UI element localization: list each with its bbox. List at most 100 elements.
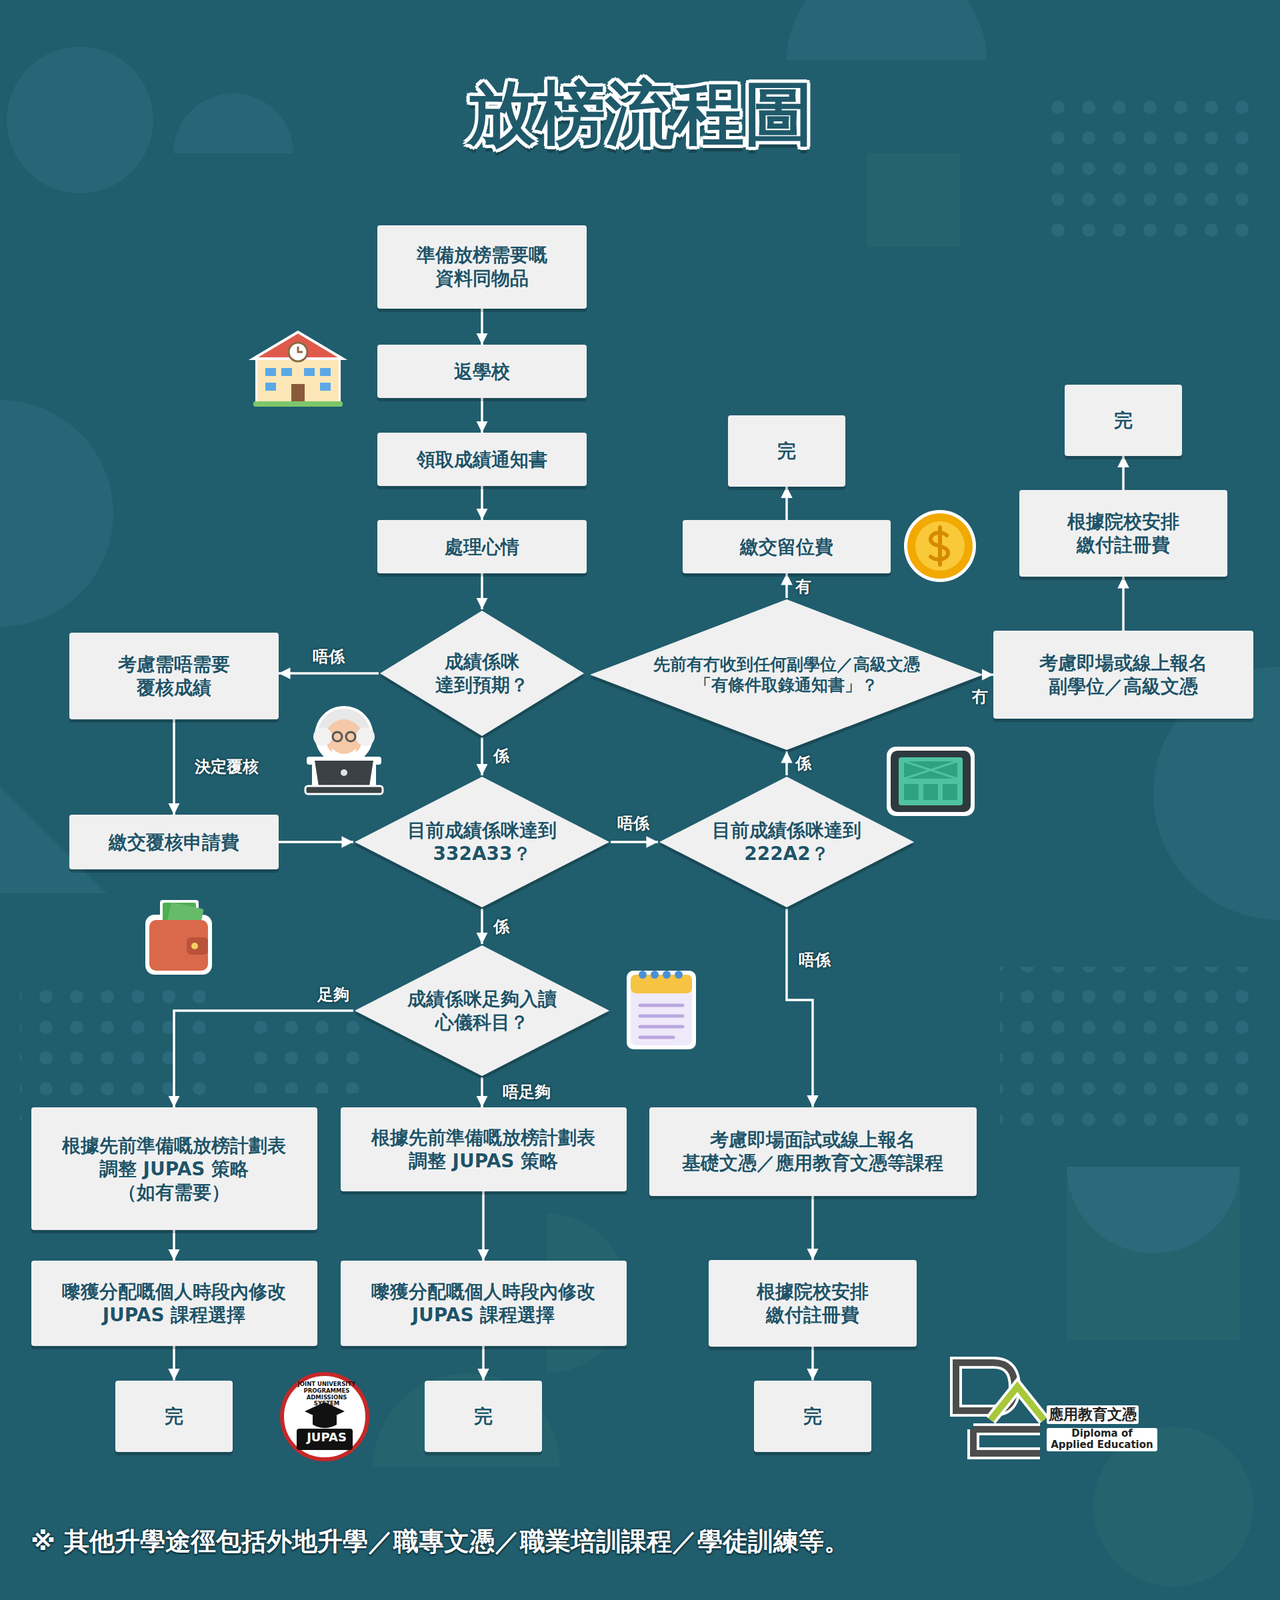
page-title: 放榜流程圖 bbox=[0, 72, 1280, 156]
flow-arrow bbox=[172, 1230, 176, 1261]
edge-label: 係 bbox=[491, 746, 512, 766]
process-box: 根據院校安排 繳付註冊費 bbox=[708, 1260, 917, 1347]
process-box: 考慮即場或線上報名 副學位／高級文憑 bbox=[993, 630, 1254, 719]
flow-arrow bbox=[480, 398, 484, 433]
node-text: 先前有冇收到任何副學位／高級文憑 「有條件取錄通知書」？ bbox=[652, 654, 921, 696]
end-box: 完 bbox=[728, 415, 846, 487]
decision-diamond: 目前成績係咪達到 222A2？ bbox=[658, 775, 916, 909]
decision-diamond: 成績係咪足夠入讀 心儀科目？ bbox=[353, 944, 611, 1078]
flow-arrow bbox=[786, 908, 813, 1108]
diamond-shape bbox=[354, 945, 610, 1076]
tablet-icon bbox=[886, 746, 975, 816]
node-text: 目前成績係咪達到 332A33？ bbox=[406, 818, 558, 866]
process-box: 考慮即場面試或線上報名 基礎文憑／應用教育文憑等課程 bbox=[649, 1107, 977, 1196]
jupas-logo bbox=[282, 1374, 368, 1460]
flow-arrow bbox=[278, 672, 379, 675]
flow-arrow bbox=[174, 1010, 354, 1108]
decision-diamond: 先前有冇收到任何副學位／高級文憑 「有條件取錄通知書」？ bbox=[588, 598, 985, 752]
node-text: 根據先前準備嘅放榜計劃表 調整 JUPAS 策略 bbox=[370, 1126, 597, 1173]
node-text: 完 bbox=[802, 1404, 824, 1428]
process-box: 嚟獲分配嘅個人時段內修改 JUPAS 課程選擇 bbox=[31, 1260, 318, 1346]
diamond-shape bbox=[380, 610, 584, 736]
decision-diamond: 目前成績係咪達到 332A33？ bbox=[353, 775, 611, 909]
node-text: 準備放榜需要嘅 資料同物品 bbox=[416, 243, 549, 290]
node-text: 領取成績通知書 bbox=[416, 448, 549, 472]
flow-arrow bbox=[1122, 456, 1125, 491]
node-text: 根據院校安排 繳付註冊費 bbox=[1066, 510, 1181, 557]
flow-arrow bbox=[172, 719, 176, 815]
flow-arrow bbox=[482, 1346, 485, 1381]
node-text: 嚟獲分配嘅個人時段內修改 JUPAS 課程選擇 bbox=[370, 1280, 597, 1327]
node-text: 考慮需唔需要 覆核成績 bbox=[117, 652, 232, 700]
flow-arrow bbox=[480, 573, 484, 610]
flow-arrow bbox=[811, 1346, 814, 1381]
wallet-icon bbox=[145, 900, 212, 975]
coin-icon bbox=[904, 510, 976, 582]
process-box: 考慮需唔需要 覆核成績 bbox=[69, 632, 279, 720]
edge-label: 唔係 bbox=[796, 950, 833, 970]
flow-arrow bbox=[480, 308, 484, 346]
edge-label: 係 bbox=[491, 917, 512, 937]
end-box: 完 bbox=[1064, 384, 1182, 456]
flow-arrow bbox=[482, 1191, 485, 1261]
process-box: 領取成績通知書 bbox=[377, 432, 587, 486]
diamond-outline bbox=[378, 609, 586, 738]
edge-label: 足夠 bbox=[315, 985, 352, 1005]
notepad-icon bbox=[626, 970, 696, 1050]
node-text: 考慮即場面試或線上報名 基礎文憑／應用教育文憑等課程 bbox=[681, 1128, 945, 1175]
decision-diamond: 成績係咪 達到預期？ bbox=[378, 609, 586, 738]
flow-arrow bbox=[785, 751, 788, 776]
process-box: 根據院校安排 繳付註冊費 bbox=[1019, 490, 1228, 577]
flow-arrow bbox=[480, 737, 484, 776]
logo-text: 應用教育文憑 bbox=[1046, 1405, 1139, 1424]
diamond-outline bbox=[353, 944, 611, 1078]
node-text: 嚟獲分配嘅個人時段內修改 JUPAS 課程選擇 bbox=[61, 1280, 288, 1327]
node-text: 目前成績係咪達到 222A2？ bbox=[710, 818, 862, 866]
diamond-outline bbox=[353, 775, 611, 909]
diamond-shape bbox=[590, 599, 984, 750]
edge-label: 冇 bbox=[970, 687, 990, 707]
flow-arrow bbox=[811, 1196, 814, 1261]
process-box: 準備放榜需要嘅 資料同物品 bbox=[377, 225, 587, 309]
footnote: ※ 其他升學途徑包括外地升學／職專文憑／職業培訓課程／學徒訓練等。 bbox=[30, 1525, 850, 1558]
node-text: 完 bbox=[164, 1404, 185, 1428]
process-box: 繳交留位費 bbox=[682, 520, 891, 574]
logo-text: JUPAS bbox=[300, 1430, 353, 1445]
diamond-shape bbox=[659, 776, 914, 908]
end-box: 完 bbox=[424, 1380, 542, 1452]
flow-arrow bbox=[785, 486, 788, 521]
edge-label: 唔係 bbox=[310, 647, 347, 667]
process-box: 根據先前準備嘅放榜計劃表 調整 JUPAS 策略 bbox=[340, 1107, 627, 1192]
node-text: 完 bbox=[776, 439, 798, 463]
school-icon bbox=[253, 332, 343, 407]
edge-label: 有 bbox=[793, 577, 814, 597]
dae-logo bbox=[956, 1362, 1044, 1454]
process-box: 嚟獲分配嘅個人時段內修改 JUPAS 課程選擇 bbox=[340, 1260, 627, 1346]
diamond-shape bbox=[354, 776, 610, 908]
end-box: 完 bbox=[115, 1380, 233, 1452]
process-box: 根據先前準備嘅放榜計劃表 調整 JUPAS 策略 （如有需要） bbox=[31, 1107, 318, 1230]
process-box: 處理心情 bbox=[377, 520, 587, 574]
edge-label: 係 bbox=[793, 754, 814, 774]
process-box: 繳交覆核申請費 bbox=[69, 814, 279, 870]
flow-arrow bbox=[785, 573, 788, 598]
node-text: 處理心情 bbox=[444, 535, 521, 559]
flow-arrow bbox=[1122, 576, 1125, 631]
edge-label: 唔足夠 bbox=[500, 1082, 553, 1102]
edge-label: 唔係 bbox=[615, 814, 652, 834]
flow-arrow bbox=[480, 1077, 484, 1108]
flow-arrow bbox=[610, 840, 658, 844]
end-box: 完 bbox=[754, 1380, 872, 1452]
node-text: 返學校 bbox=[453, 360, 512, 384]
diamond-outline bbox=[658, 775, 916, 909]
process-box: 返學校 bbox=[377, 344, 587, 398]
node-text: 繳交覆核申請費 bbox=[108, 830, 241, 854]
logo-text: Diploma of Applied Education bbox=[1046, 1428, 1158, 1452]
node-text: 成績係咪足夠入讀 心儀科目？ bbox=[406, 987, 558, 1034]
node-text: 完 bbox=[1113, 408, 1134, 432]
